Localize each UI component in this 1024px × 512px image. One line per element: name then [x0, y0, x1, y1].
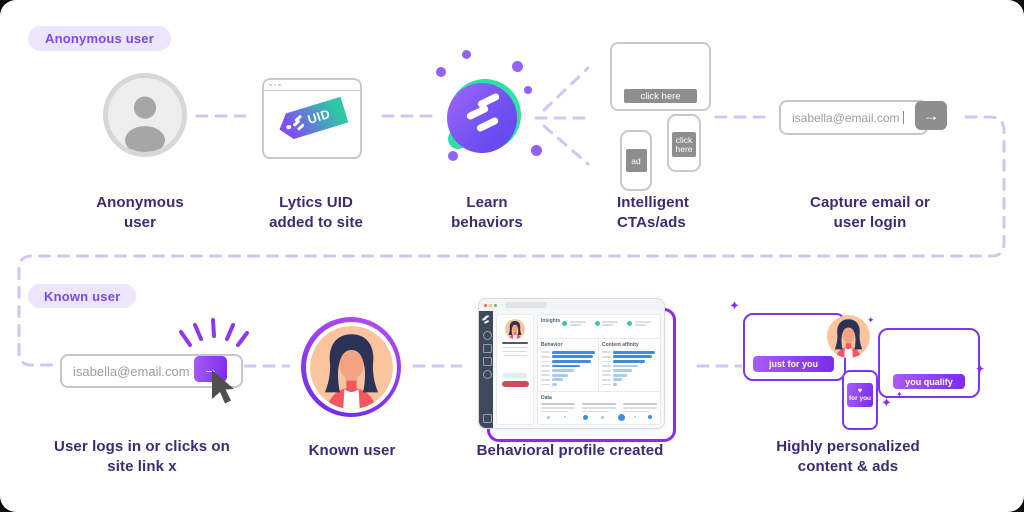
sidebar-icon — [482, 331, 492, 340]
decorative-dot — [436, 67, 446, 77]
step-label-anonymous-user: Anonymous user — [96, 194, 184, 231]
browser-dot-icon — [278, 83, 281, 86]
step-label-behavioral-profile: Behavioral profile created — [476, 442, 664, 459]
green-dot-icon — [562, 321, 567, 326]
profile-name-line — [502, 341, 528, 344]
tag-hole-icon — [286, 124, 292, 130]
step-label-capture-email: Capture email or user login — [810, 194, 930, 231]
sidebar-icon — [482, 414, 492, 423]
sparkle-icon: ✦ — [975, 362, 986, 376]
sidebar-icon — [482, 357, 492, 366]
uid-tag-text: UID — [305, 106, 333, 127]
personalized-avatar — [827, 315, 870, 358]
decorative-dot — [448, 151, 458, 161]
email-input-value: isabella@email.com — [73, 363, 190, 379]
sparkle-icon: ✦ — [881, 395, 892, 410]
arrow-icon: → — [922, 105, 940, 125]
screen-mockup: click here — [610, 42, 711, 111]
step-label-intelligent-ctas: Intelligent CTAs/ads — [617, 194, 689, 231]
lytics-mark-icon — [481, 314, 491, 324]
uid-tag: UID — [276, 97, 349, 143]
skeleton-line — [503, 354, 527, 357]
green-dot-icon — [594, 321, 600, 326]
data-dots — [541, 413, 657, 421]
heart-icon: ♥ — [857, 386, 863, 395]
decorative-dot — [531, 145, 542, 156]
profile-panel — [496, 314, 534, 425]
decorative-dot — [512, 61, 523, 72]
affinity-bars — [602, 350, 657, 387]
sparkle-icon: ✦ — [867, 315, 875, 325]
insight-items — [562, 321, 651, 326]
cta-button[interactable]: click here — [624, 89, 697, 103]
step-label-known-user: Known user — [308, 442, 396, 459]
skeleton-line — [503, 350, 527, 353]
step-label-user-login: User logs in or clicks on site link x — [54, 438, 230, 475]
ad-button[interactable]: ad — [625, 149, 647, 172]
dashboard-main: Insights Behavior Content affinity — [493, 311, 664, 428]
green-dot-icon — [627, 321, 632, 326]
email-input-value: isabella@email.com — [792, 110, 900, 125]
maximize-dot-icon — [494, 303, 497, 307]
step-label-personalized: Highly personalized content & ads — [776, 438, 920, 475]
behavior-bars — [541, 350, 597, 387]
email-input[interactable]: isabella@email.com — [779, 100, 928, 135]
anonymous-user-badge: Anonymous user — [28, 26, 171, 51]
data-columns — [541, 403, 657, 413]
you-qualify-button[interactable]: you qualify — [893, 374, 965, 389]
close-dot-icon — [484, 303, 487, 307]
text-caret — [902, 111, 905, 124]
known-user-badge: Known user — [28, 284, 137, 308]
personalized-phone: ♥ for you — [842, 370, 878, 430]
cursor-icon — [212, 370, 234, 404]
behavior-panel: Behavior — [537, 338, 601, 395]
woman-avatar — [827, 315, 870, 358]
browser-chrome — [264, 80, 360, 91]
for-you-button[interactable]: ♥ for you — [847, 383, 873, 407]
logo-circle — [447, 83, 517, 153]
sparkle-icon: ✦ — [896, 390, 903, 399]
minimize-dot-icon — [489, 303, 492, 307]
step-label-lytics-uid: Lytics UID added to site — [269, 194, 363, 231]
click-burst — [179, 318, 249, 347]
lytics-logo — [447, 79, 521, 153]
person-icon — [108, 78, 182, 152]
affinity-panel: Content affinity — [598, 338, 661, 395]
skeleton-line — [503, 346, 527, 349]
just-for-you-button[interactable]: just for you — [753, 356, 834, 372]
anonymous-avatar — [103, 73, 187, 157]
behavior-title: Behavior — [541, 342, 563, 348]
decorative-dot — [524, 86, 532, 94]
insights-panel: Insights — [537, 314, 661, 342]
dashboard-sidebar — [479, 311, 493, 428]
phone-mockup-cta: click here — [667, 114, 701, 172]
known-user-avatar — [301, 317, 401, 417]
you-qualify-card: you qualify — [878, 328, 980, 398]
sidebar-icon — [482, 370, 492, 379]
insights-title: Insights — [541, 318, 561, 324]
profile-avatar — [505, 319, 525, 339]
browser-window-uid: UID — [262, 78, 362, 159]
profile-pill — [503, 372, 527, 379]
data-title: Data — [541, 395, 552, 401]
step-label-learn-behaviors: Learn behaviors — [451, 194, 523, 231]
sparkle-icon: ✦ — [729, 298, 740, 313]
submit-arrow-button[interactable]: → — [915, 101, 947, 130]
url-bar — [505, 302, 547, 308]
browser-dot-icon — [269, 83, 272, 86]
data-panel: Data — [537, 391, 661, 425]
affinity-title: Content affinity — [602, 342, 639, 348]
profile-action-button — [501, 380, 529, 388]
woman-avatar — [309, 325, 393, 409]
browser-dot-icon — [273, 83, 276, 86]
sidebar-icon — [482, 344, 492, 353]
dashboard-window: Insights Behavior Content affinity — [478, 298, 665, 429]
phone-cta-button[interactable]: click here — [672, 132, 696, 157]
decorative-dot — [462, 50, 471, 59]
phone-mockup-ad: ad — [620, 130, 652, 191]
